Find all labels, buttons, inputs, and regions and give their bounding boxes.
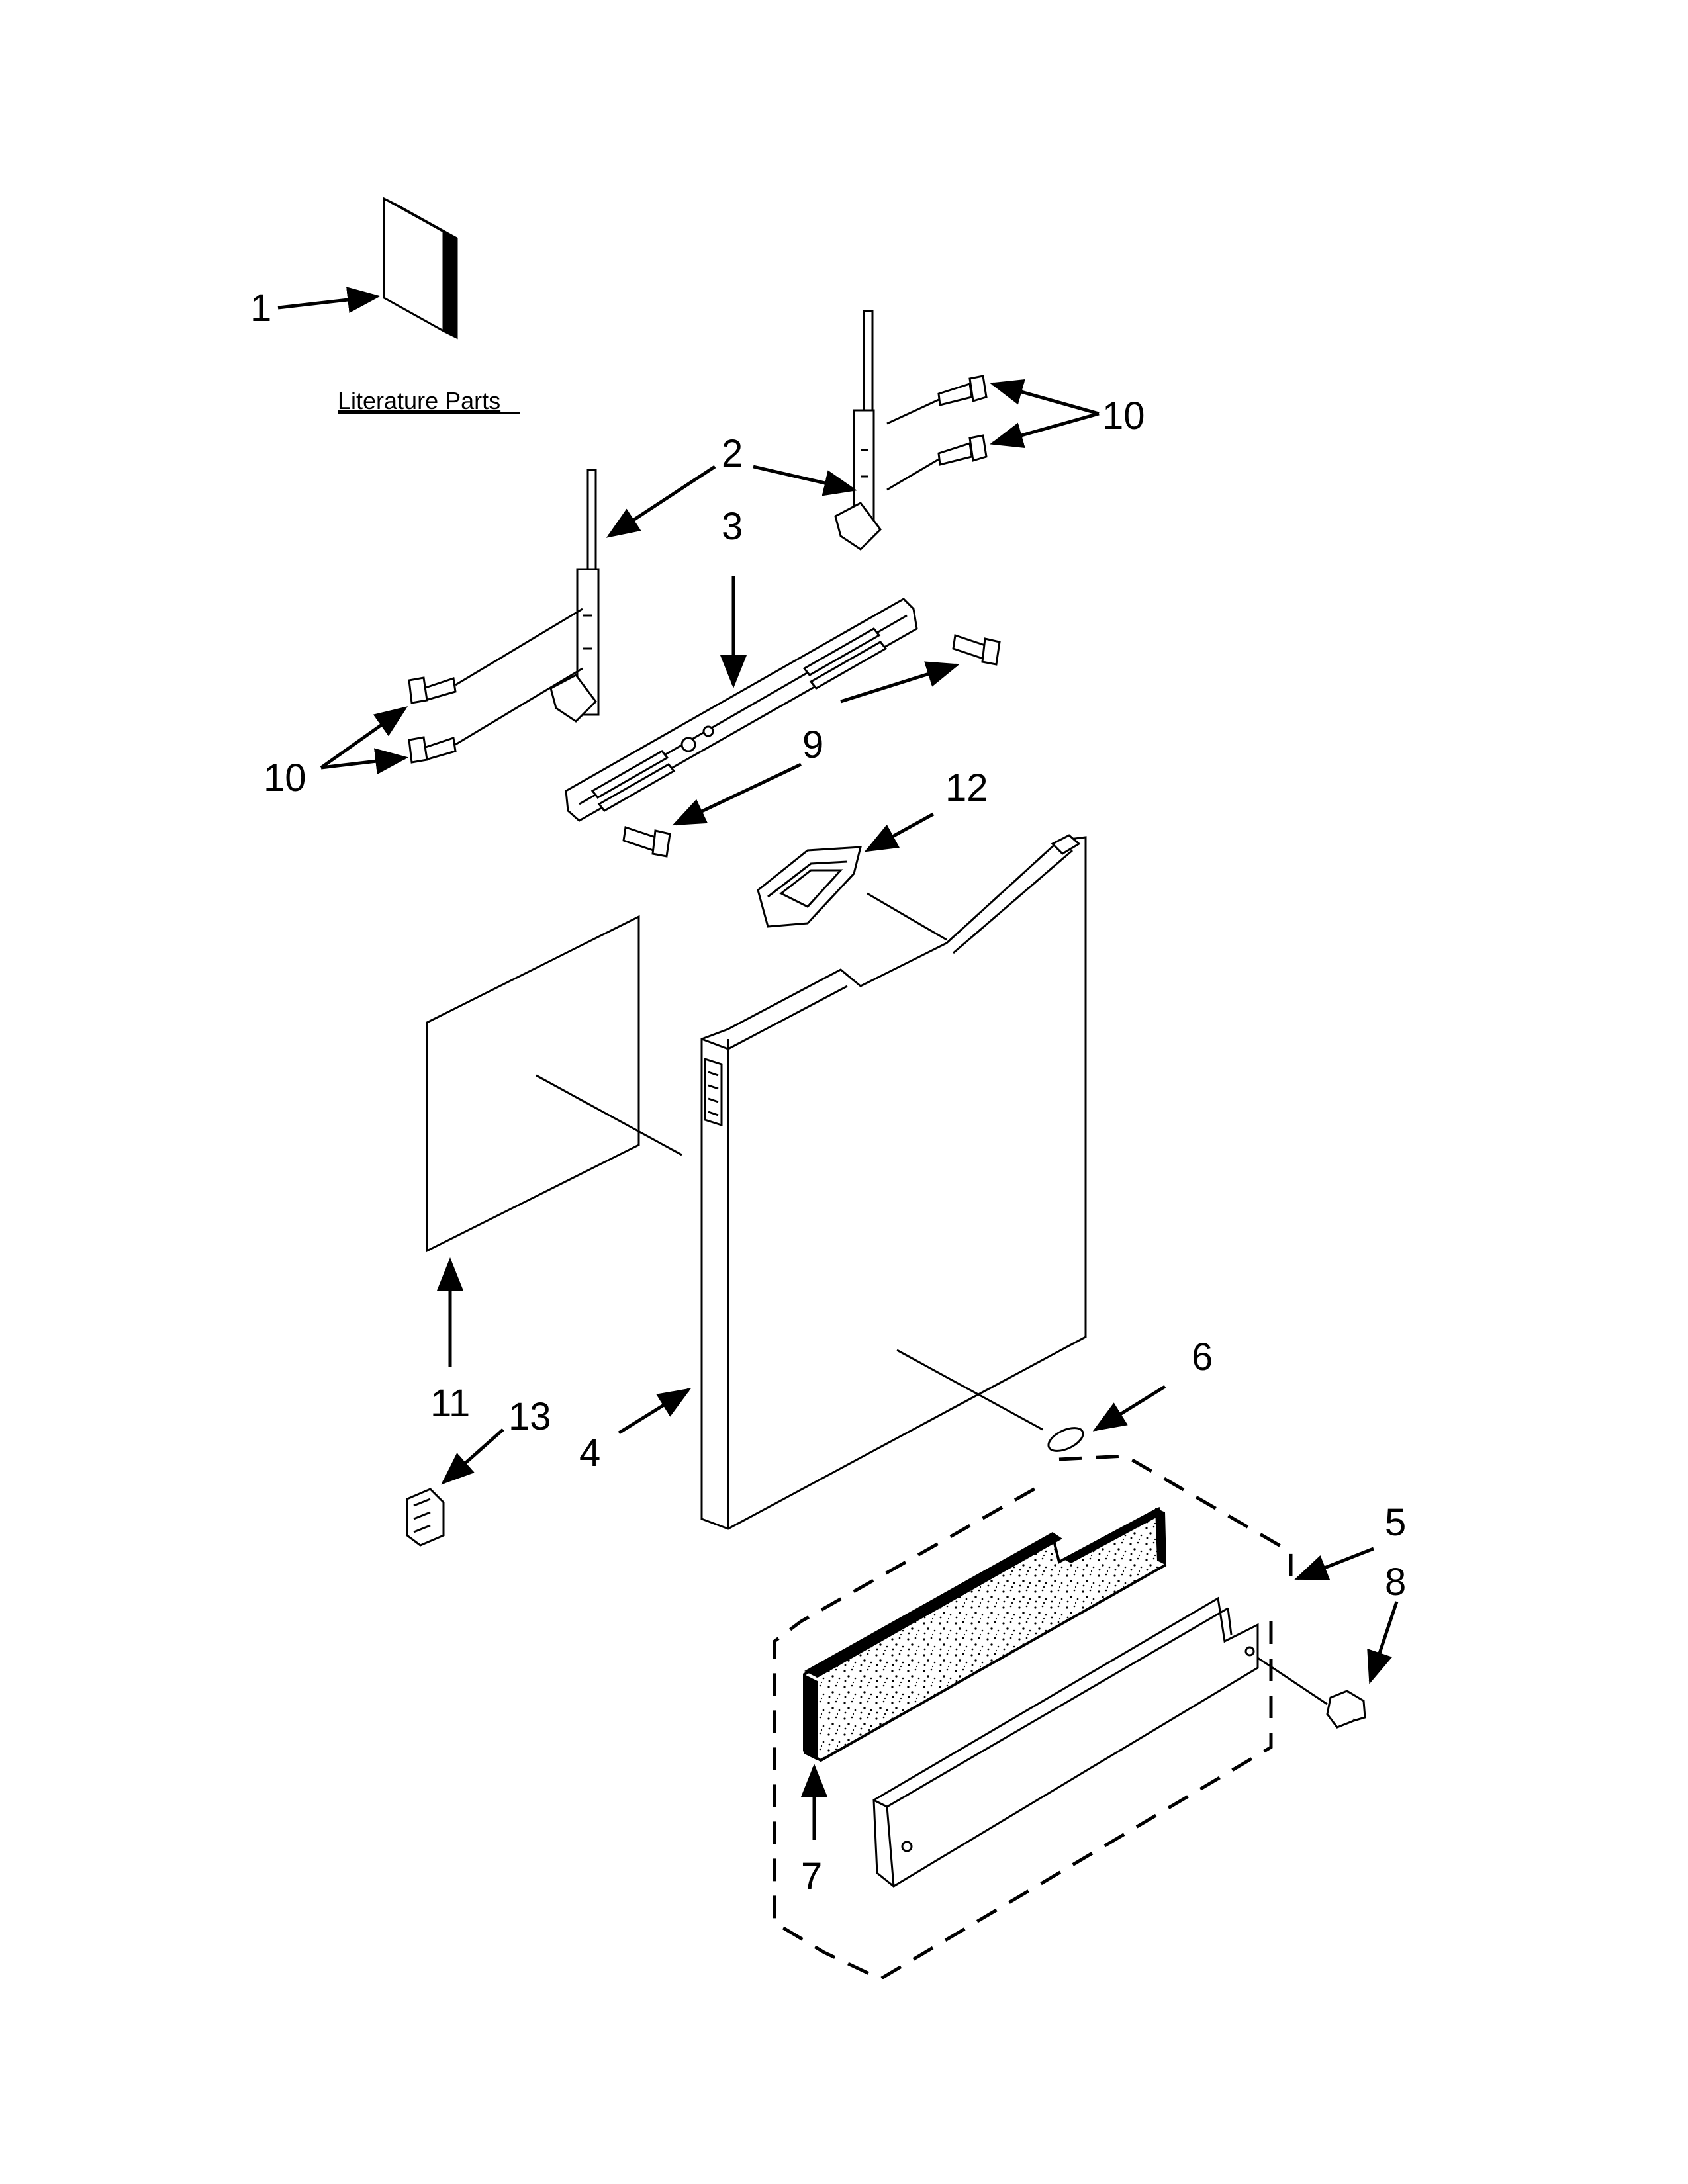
callout-9: 9 xyxy=(802,723,823,766)
left-hinge xyxy=(549,469,600,723)
leader-8 xyxy=(1367,1601,1399,1684)
leader-9b xyxy=(672,762,802,826)
screw-axis-ll2 xyxy=(455,667,583,746)
callout-5: 5 xyxy=(1385,1501,1406,1544)
screw-8-axis xyxy=(1257,1657,1328,1706)
leader-2a xyxy=(606,465,716,538)
leader-1 xyxy=(277,287,381,313)
callout-2: 2 xyxy=(722,432,743,475)
insulation-strip xyxy=(803,1506,1167,1762)
callout-7: 7 xyxy=(801,1855,822,1898)
handle-axis xyxy=(867,892,947,941)
callout-4: 4 xyxy=(579,1432,600,1475)
screw-upper-right-1 xyxy=(937,375,988,406)
leader-5 xyxy=(1294,1547,1374,1580)
leader-12 xyxy=(864,812,935,852)
leader-10b-1 xyxy=(320,706,408,770)
access-panel xyxy=(872,1596,1259,1888)
panel-screw xyxy=(1326,1690,1366,1729)
callout-3: 3 xyxy=(722,505,743,548)
kit-outline-5 xyxy=(773,1454,1293,1981)
screw-upper-right-2 xyxy=(937,434,988,466)
screw-lower-left-2 xyxy=(408,736,457,764)
callout-10-right: 10 xyxy=(1102,394,1145,437)
right-hinge xyxy=(834,310,882,551)
leader-4 xyxy=(618,1388,692,1435)
leader-6 xyxy=(1092,1385,1166,1432)
callout-11: 11 xyxy=(430,1382,470,1425)
callout-1: 1 xyxy=(250,287,271,330)
leader-10a-2 xyxy=(990,412,1100,449)
leader-2b xyxy=(753,465,857,496)
callout-13: 13 xyxy=(508,1395,551,1438)
screw-axis-ll1 xyxy=(455,608,583,686)
outer-door-panel xyxy=(700,834,1087,1530)
screw-9-right xyxy=(952,634,1001,666)
door-plug xyxy=(1047,1427,1084,1452)
door-handle xyxy=(757,846,862,928)
leader-13 xyxy=(441,1428,504,1485)
callout-10-left: 10 xyxy=(263,756,306,799)
callout-12: 12 xyxy=(945,766,988,809)
callout-6: 6 xyxy=(1192,1336,1213,1379)
screw-axis-ur1 xyxy=(886,398,939,425)
latch-clip xyxy=(406,1488,445,1547)
screw-axis-ur2 xyxy=(886,458,939,491)
door-panel-sheet xyxy=(426,915,640,1253)
door-top-bracket xyxy=(565,598,918,822)
screw-9-left xyxy=(622,826,671,858)
screw-lower-left-1 xyxy=(408,676,457,704)
leader-9a xyxy=(840,661,960,704)
leader-10a-1 xyxy=(990,379,1100,416)
literature-parts-label: Literature Parts xyxy=(338,387,500,414)
callout-8: 8 xyxy=(1385,1561,1406,1604)
door-axis xyxy=(896,1349,1043,1431)
panel-axis xyxy=(536,1074,682,1156)
literature-booklet xyxy=(383,197,458,340)
leader-10b-2 xyxy=(320,748,408,775)
